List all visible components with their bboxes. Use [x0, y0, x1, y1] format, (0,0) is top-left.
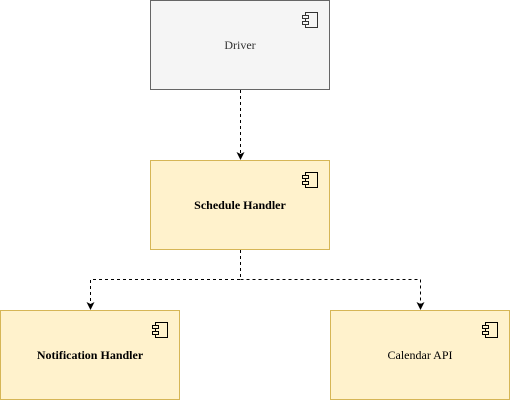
notification-handler-component[interactable]: Notification Handler	[0, 310, 180, 400]
schedule-handler-label: Schedule Handler	[194, 197, 286, 212]
driver-component[interactable]: Driver	[150, 0, 330, 90]
component-icon	[482, 322, 498, 338]
calendar-api-component[interactable]: Calendar API	[330, 310, 510, 400]
component-icon	[302, 172, 318, 188]
driver-label: Driver	[224, 37, 256, 52]
notification-handler-label: Notification Handler	[36, 347, 144, 362]
calendar-api-label: Calendar API	[387, 347, 453, 362]
schedule-handler-component[interactable]: Schedule Handler	[150, 160, 330, 250]
edge-schedule-handler-to-calendar-api	[240, 279, 425, 310]
component-icon	[302, 12, 318, 28]
edge-schedule-handler-to-notification-handler	[86, 250, 241, 310]
component-icon	[152, 322, 168, 338]
